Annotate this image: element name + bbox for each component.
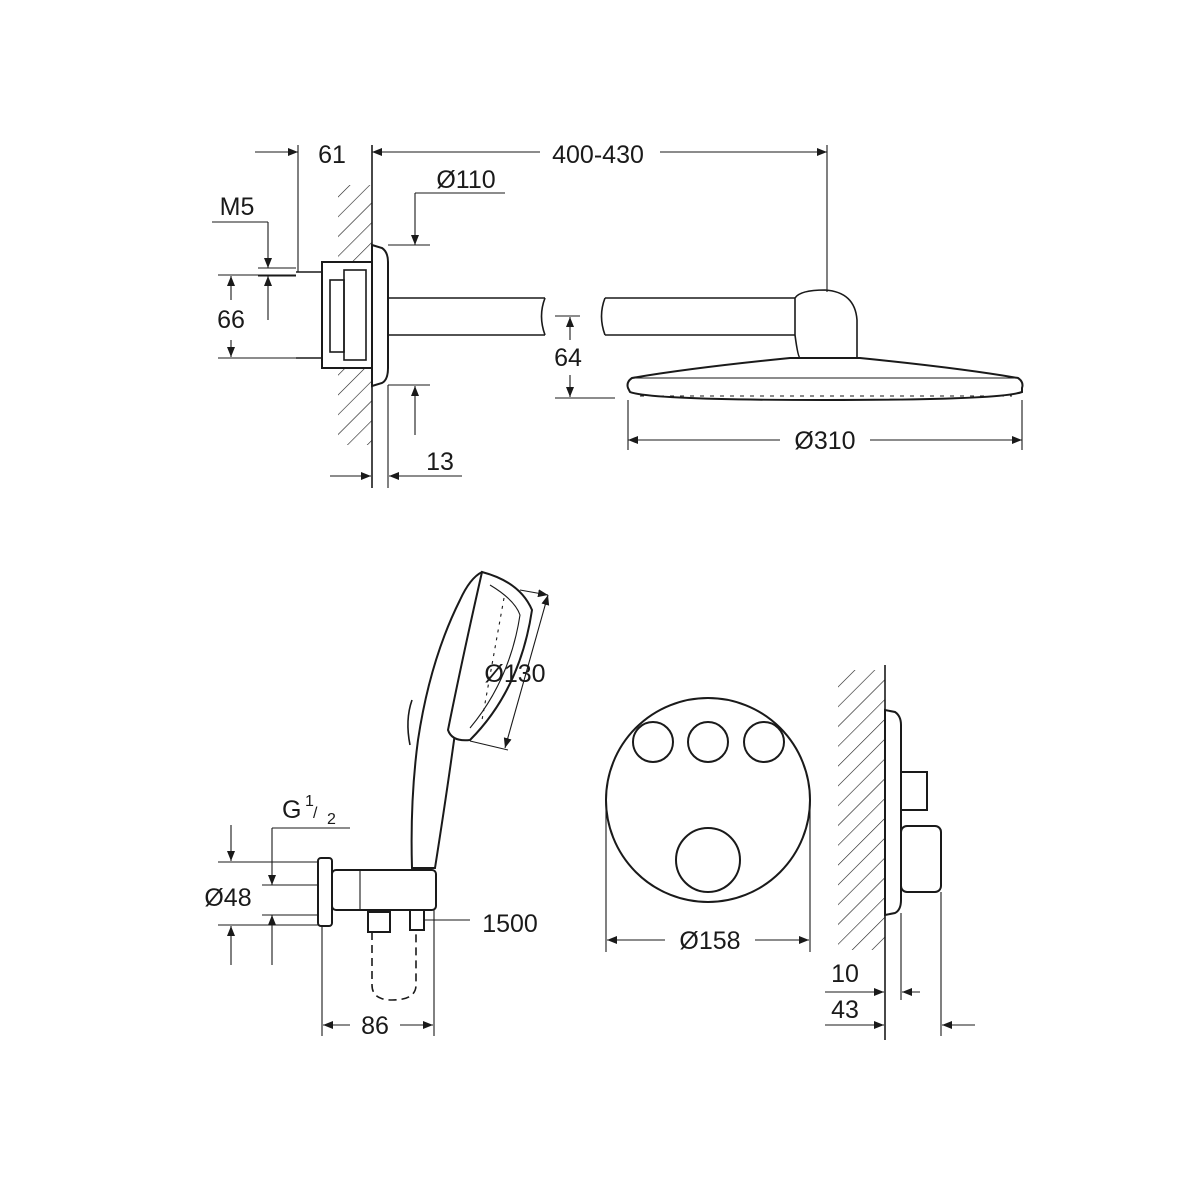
dim-1500: 1500 — [482, 910, 538, 938]
shower-arm — [388, 289, 858, 359]
wall-flange — [371, 243, 389, 388]
dim-400-430: 400-430 — [552, 141, 644, 169]
dim-d48: Ø48 — [204, 884, 251, 912]
dim-m5: M5 — [220, 193, 255, 221]
hand-shower-view: G 1 / 2 Ø48 Ø130 1500 86 — [204, 570, 550, 1040]
button-2 — [687, 721, 729, 763]
head-shower-side-view: 61 400-430 Ø110 M5 66 64 13 Ø310 — [212, 141, 1024, 488]
dim-g-slash: / — [313, 805, 318, 822]
dim-g-numerator: 1 — [305, 793, 314, 810]
dim-d110: Ø110 — [436, 166, 495, 194]
wall-hatch — [838, 670, 885, 950]
dim-g-denominator: 2 — [327, 811, 336, 828]
thermostat-front-view: Ø158 — [605, 697, 811, 955]
dim-43: 43 — [831, 996, 859, 1024]
dim-13: 13 — [426, 448, 454, 476]
dim-d130: Ø130 — [484, 660, 545, 688]
button-knob-side — [900, 771, 928, 811]
dim-64: 64 — [554, 344, 582, 372]
button-3 — [743, 721, 785, 763]
dim-86: 86 — [361, 1012, 389, 1040]
button-1 — [632, 721, 674, 763]
dim-g-label: G — [282, 796, 301, 824]
shower-head — [626, 357, 1024, 402]
thermostat-side-view: 10 43 — [825, 665, 975, 1040]
dim-d158: Ø158 — [679, 927, 740, 955]
dim-10: 10 — [831, 960, 859, 988]
dim-d310: Ø310 — [794, 427, 855, 455]
dim-61: 61 — [318, 141, 346, 169]
wall-outlet-flange — [317, 857, 333, 927]
temperature-knob-side — [900, 825, 942, 893]
temperature-knob — [675, 827, 741, 893]
dim-66: 66 — [217, 306, 245, 334]
shower-holder — [331, 869, 437, 911]
